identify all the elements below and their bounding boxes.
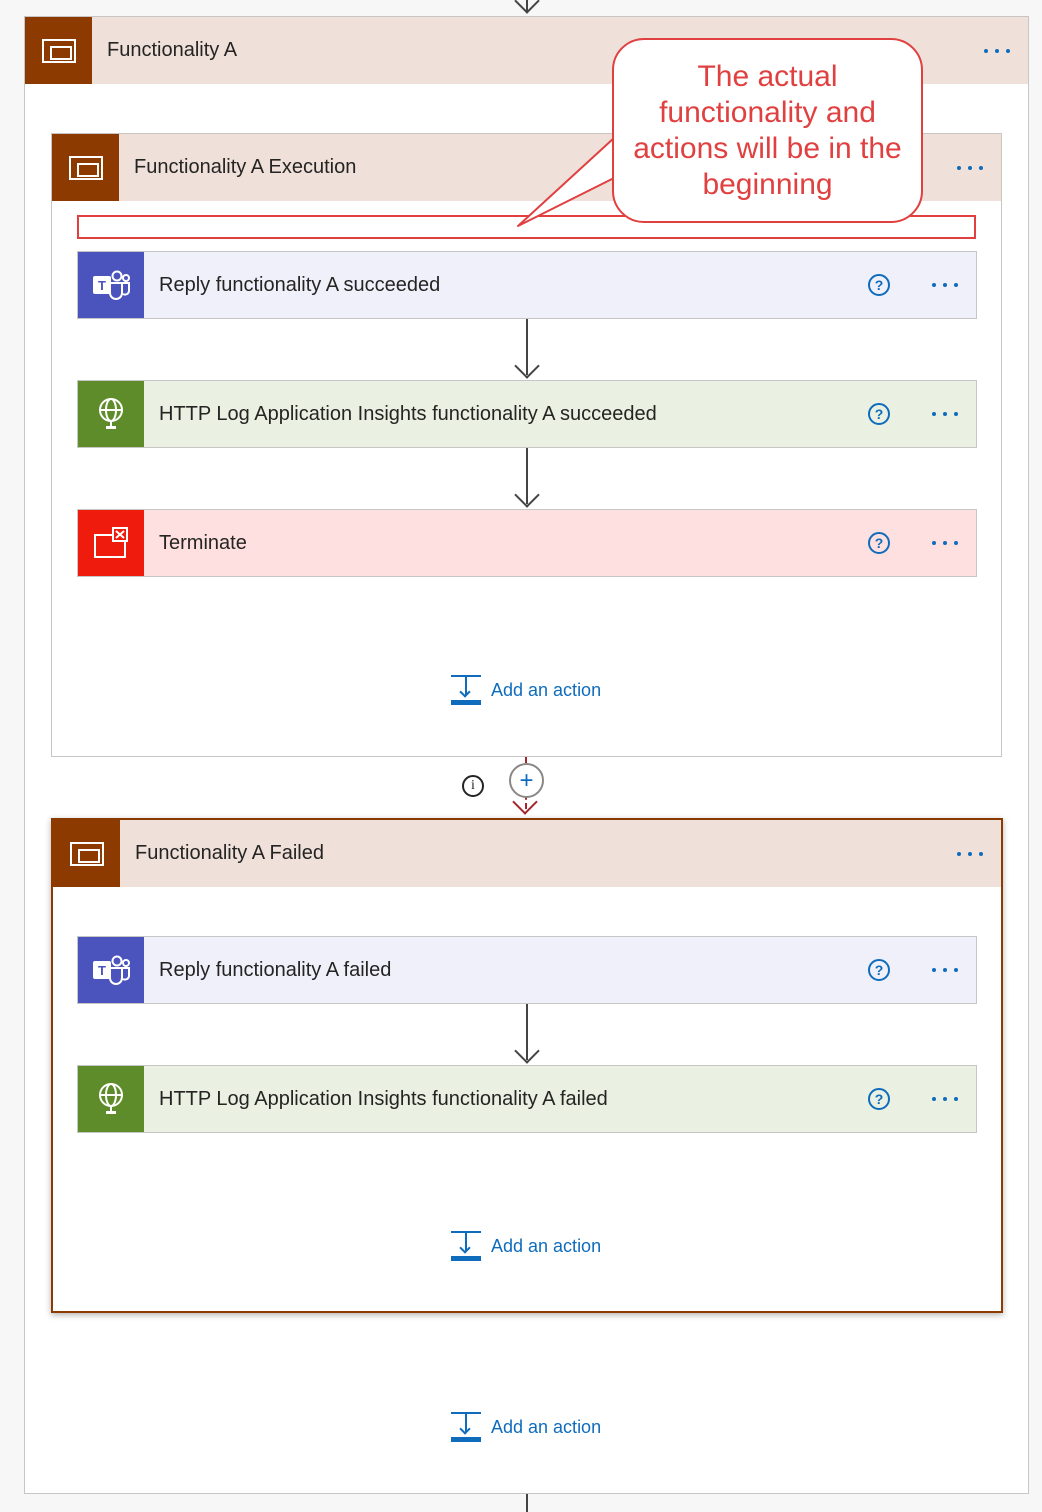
connector-line [526, 448, 528, 504]
callout-text: The actual functionality and actions wil… [633, 59, 902, 201]
info-icon[interactable]: i [462, 775, 484, 797]
help-icon[interactable]: ? [868, 403, 890, 425]
help-icon[interactable]: ? [868, 1088, 890, 1110]
highlight-box [77, 215, 976, 239]
svg-text:T: T [98, 278, 106, 293]
scope-title: Functionality A Failed [135, 842, 324, 864]
scope-title: Functionality A Execution [134, 156, 357, 178]
info-glyph: i [471, 778, 475, 793]
more-options-icon[interactable] [957, 851, 983, 856]
add-action-label: Add an action [491, 1235, 602, 1256]
callout-pointer-mask [614, 136, 618, 180]
terminate-icon [78, 510, 144, 576]
scope-header[interactable]: Functionality A [25, 17, 1028, 84]
plus-icon: + [519, 766, 534, 794]
add-action-label: Add an action [491, 679, 602, 700]
insert-step-button[interactable]: + [509, 763, 544, 798]
scope-icon [25, 17, 92, 84]
add-action-button[interactable]: Add an action [451, 1412, 601, 1442]
callout-pointer [517, 137, 615, 227]
svg-text:T: T [98, 963, 106, 978]
add-action-button[interactable]: Add an action [451, 675, 601, 705]
action-title: Reply functionality A succeeded [159, 273, 441, 296]
add-action-icon [451, 1231, 481, 1261]
add-action-icon [451, 1412, 481, 1442]
teams-icon: T [78, 252, 144, 318]
connector-line [526, 1004, 528, 1060]
globe-icon [78, 1066, 144, 1132]
teams-icon: T [78, 937, 144, 1003]
more-options-icon[interactable] [932, 283, 958, 287]
more-options-icon[interactable] [932, 412, 958, 416]
globe-icon [78, 381, 144, 447]
connector-line [526, 1494, 528, 1512]
add-action-icon [451, 675, 481, 705]
action-terminate[interactable]: Terminate ? [77, 509, 977, 577]
help-icon[interactable]: ? [868, 959, 890, 981]
scope-icon [53, 820, 120, 887]
more-options-icon[interactable] [932, 1097, 958, 1101]
action-reply-succeeded[interactable]: T Reply functionality A succeeded ? [77, 251, 977, 319]
callout-annotation: The actual functionality and actions wil… [612, 38, 923, 223]
connector-line [526, 0, 528, 12]
more-options-icon[interactable] [932, 968, 958, 972]
more-options-icon[interactable] [957, 165, 983, 170]
scope-icon [52, 134, 119, 201]
action-title: HTTP Log Application Insights functional… [159, 402, 657, 425]
add-action-label: Add an action [491, 1416, 602, 1437]
more-options-icon[interactable] [984, 48, 1010, 53]
more-options-icon[interactable] [932, 541, 958, 545]
action-title: Reply functionality A failed [159, 958, 392, 981]
action-title: Terminate [159, 531, 247, 554]
action-http-succeeded[interactable]: HTTP Log Application Insights functional… [77, 380, 977, 448]
scope-title: Functionality A [107, 39, 238, 61]
connector-arrow-icon [514, 0, 540, 14]
action-title: HTTP Log Application Insights functional… [159, 1087, 608, 1110]
action-http-failed[interactable]: HTTP Log Application Insights functional… [77, 1065, 977, 1133]
help-icon[interactable]: ? [868, 274, 890, 296]
scope-header[interactable]: Functionality A Failed [53, 820, 1001, 887]
action-reply-failed[interactable]: T Reply functionality A failed ? [77, 936, 977, 1004]
connector-line [526, 319, 528, 375]
help-icon[interactable]: ? [868, 532, 890, 554]
add-action-button[interactable]: Add an action [451, 1231, 601, 1261]
